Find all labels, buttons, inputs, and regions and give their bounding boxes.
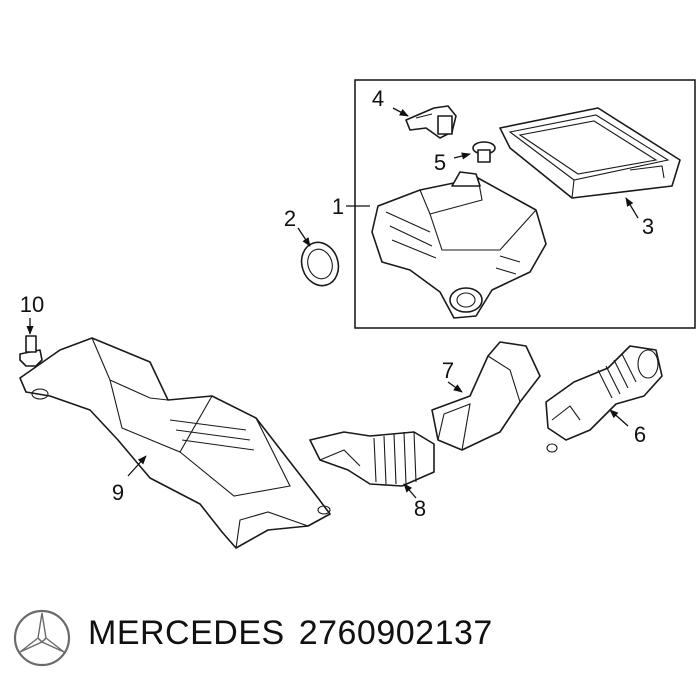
air-filter-element [499, 107, 681, 199]
intake-hose-8 [309, 431, 435, 487]
callout-9: 9 [112, 480, 124, 505]
callout-1: 1 [332, 194, 344, 219]
callout-4: 4 [372, 86, 384, 111]
part-caption: MERCEDES 2760902137 [88, 614, 688, 653]
air-mass-sensor [405, 105, 457, 139]
leader-lines [26, 107, 639, 499]
callout-2: 2 [284, 206, 296, 231]
callout-5: 5 [434, 150, 446, 175]
clip-10 [19, 335, 43, 367]
air-filter-housing [371, 171, 547, 319]
bolt-5 [472, 141, 496, 163]
callout-6: 6 [634, 422, 646, 447]
brand-name: MERCEDES [88, 614, 285, 652]
part-number: 2760902137 [298, 614, 493, 652]
callout-7: 7 [442, 358, 454, 383]
assembly-1-frame [354, 79, 696, 329]
resonator-hose-6 [545, 345, 663, 453]
callout-3: 3 [642, 214, 654, 239]
seal-ring [300, 241, 340, 287]
callout-10: 10 [20, 292, 44, 317]
intake-duct [19, 337, 331, 549]
air-duct-7 [431, 341, 541, 451]
mercedes-star-logo [13, 609, 71, 667]
callout-8: 8 [414, 496, 426, 521]
